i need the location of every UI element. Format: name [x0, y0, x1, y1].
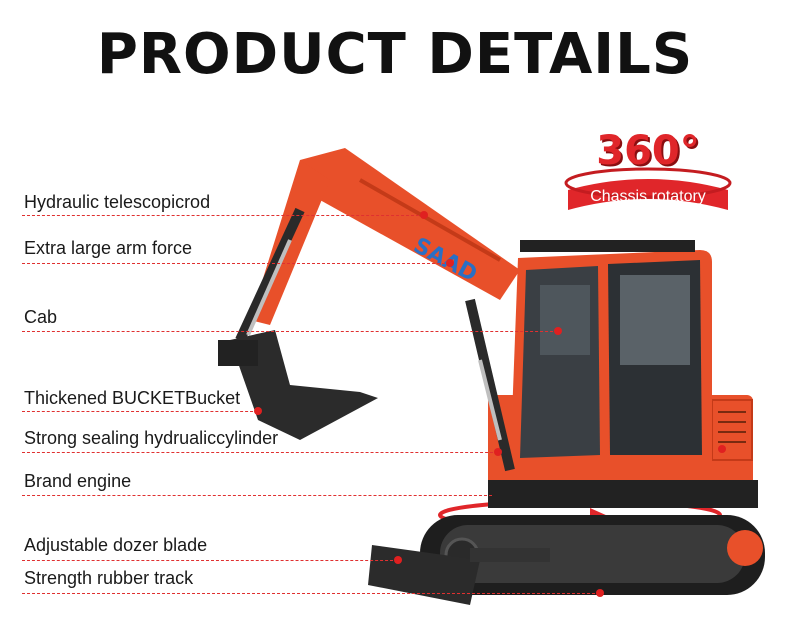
- label-cab: Cab: [24, 307, 58, 327]
- label-bucket: Thickened BUCKETBucket: [24, 388, 241, 408]
- label-rubber-track: Strength rubber track: [24, 568, 194, 588]
- marker-dot: [718, 445, 726, 453]
- leader-line: [22, 411, 258, 412]
- marker-dot: [494, 448, 502, 456]
- label-arm-force: Extra large arm force: [24, 238, 193, 258]
- label-hydraulic-telescopic-rod: Hydraulic telescopicrod: [24, 192, 211, 212]
- leader-line: [22, 560, 398, 561]
- marker-dot: [554, 327, 562, 335]
- badge-number: 360°: [596, 128, 700, 174]
- bucket: [230, 330, 378, 440]
- leader-line: [22, 593, 600, 594]
- leader-line: [22, 452, 498, 453]
- leader-line: [22, 495, 492, 496]
- leader-line: [22, 263, 450, 264]
- marker-dot: [446, 259, 454, 267]
- rotation-badge: 360° Chassis rotatory: [560, 128, 736, 218]
- leader-line: [22, 331, 558, 332]
- boom: [300, 148, 520, 300]
- label-hydraulic-cylinder: Strong sealing hydrualiccylinder: [24, 428, 279, 448]
- marker-dot: [596, 589, 604, 597]
- leader-line: [22, 215, 424, 216]
- marker-dot: [254, 407, 262, 415]
- label-dozer-blade: Adjustable dozer blade: [24, 535, 208, 555]
- page-title: PRODUCT DETAILS: [96, 22, 694, 87]
- label-brand-engine: Brand engine: [24, 471, 132, 491]
- marker-dot: [394, 556, 402, 564]
- marker-dot: [420, 211, 428, 219]
- badge-text: Chassis rotatory: [590, 188, 706, 205]
